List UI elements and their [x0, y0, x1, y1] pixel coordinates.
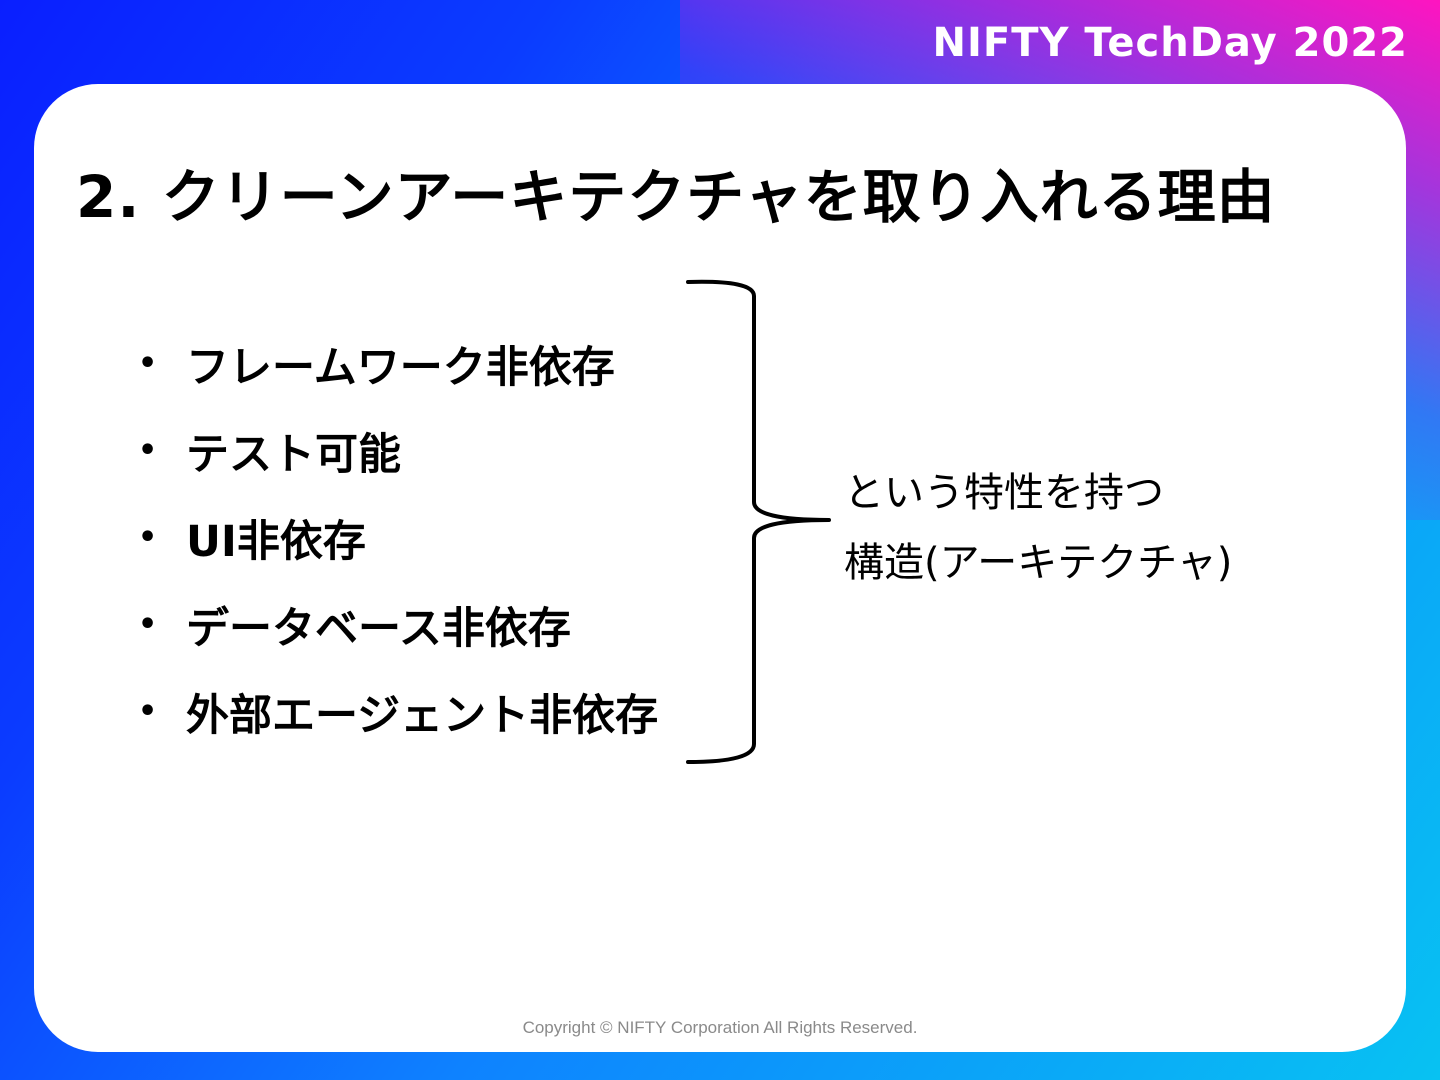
list-item-label: 外部エージェント非依存 — [186, 690, 659, 741]
brand-logo: NIFTY TechDay 2022 — [932, 20, 1408, 66]
summary-text: という特性を持つ 構造(アーキテクチャ) — [844, 458, 1232, 598]
copyright-notice: Copyright © NIFTY Corporation All Rights… — [522, 1018, 918, 1037]
summary-line-2: 構造(アーキテクチャ) — [844, 540, 1233, 586]
bullet-marker: • — [138, 694, 158, 729]
curly-brace — [686, 279, 831, 764]
summary-line-1: という特性を持つ — [844, 470, 1164, 516]
list-item: • UI非依存 — [138, 494, 658, 581]
bullet-list: • フレームワーク非依存 • テスト可能 • UI非依存 • データベース非依存… — [138, 320, 658, 755]
list-item: • テスト可能 — [138, 407, 658, 494]
list-item-label: データベース非依存 — [186, 603, 571, 654]
bullet-marker: • — [138, 607, 158, 642]
slide-title: 2. クリーンアーキテクチャを取り入れる理由 — [76, 163, 1276, 231]
list-item: • データベース非依存 — [138, 581, 658, 668]
list-item-label: テスト可能 — [186, 429, 401, 480]
bullet-marker: • — [138, 346, 158, 381]
list-item: • 外部エージェント非依存 — [138, 668, 658, 755]
list-item-label: フレームワーク非依存 — [186, 342, 615, 393]
list-item-label: UI非依存 — [186, 516, 366, 567]
slide-card: 2. クリーンアーキテクチャを取り入れる理由 • フレームワーク非依存 • テス… — [34, 84, 1406, 1052]
list-item: • フレームワーク非依存 — [138, 320, 658, 407]
bullet-marker: • — [138, 433, 158, 468]
bullet-marker: • — [138, 520, 158, 555]
